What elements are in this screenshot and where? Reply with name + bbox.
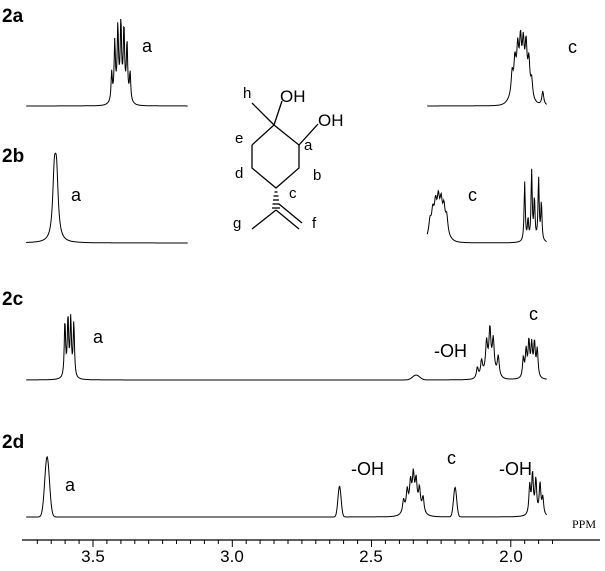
atom-label-c: c bbox=[289, 185, 297, 202]
hashed-wedge-bond bbox=[272, 191, 280, 209]
peak-label-2c-oh: -OH bbox=[434, 341, 467, 361]
panel-label-2a: 2a bbox=[2, 6, 24, 27]
atom-label-f: f bbox=[312, 215, 317, 232]
tick-label-3.0: 3.0 bbox=[220, 547, 244, 566]
oh-group-2: OH bbox=[318, 111, 344, 130]
vinyl-bond-2 bbox=[278, 203, 303, 224]
atom-label-h: h bbox=[243, 85, 251, 102]
atom-label-a: a bbox=[304, 137, 313, 154]
peak-label-2c-a: a bbox=[93, 327, 104, 347]
spectrum-trace-2d-1 bbox=[26, 455, 548, 518]
spectrum-trace-2b-2 bbox=[426, 168, 547, 244]
molecule-structure: OH OH h e d a b c g f bbox=[233, 85, 344, 232]
atom-label-d: d bbox=[235, 165, 243, 182]
peak-label-2d-c: c bbox=[447, 448, 456, 468]
peak-label-2d-oh-1: -OH bbox=[351, 459, 384, 479]
panel-label-2b: 2b bbox=[2, 146, 24, 167]
peak-label-2a-c: c bbox=[568, 37, 577, 57]
atom-label-g: g bbox=[233, 215, 241, 232]
panel-label-2d: 2d bbox=[2, 432, 24, 453]
peak-label-2d-a: a bbox=[65, 475, 76, 495]
spectrum-trace-2a-2 bbox=[427, 29, 547, 107]
spectrum-traces bbox=[26, 18, 548, 518]
peak-label-2b-c: c bbox=[468, 185, 477, 205]
tick-label-2.5: 2.5 bbox=[359, 547, 383, 566]
atom-label-e: e bbox=[235, 130, 243, 147]
axis-ticks bbox=[36, 540, 553, 547]
spectrum-trace-2a-1 bbox=[26, 18, 188, 107]
methyl-h-bond bbox=[251, 102, 275, 126]
oh-bond-2 bbox=[298, 123, 319, 146]
oh-group-1: OH bbox=[280, 87, 306, 106]
peak-label-2c-c: c bbox=[529, 304, 538, 324]
peak-label-2d-oh-2: -OH bbox=[499, 459, 532, 479]
tick-label-3.5: 3.5 bbox=[81, 547, 105, 566]
atom-label-b: b bbox=[313, 167, 321, 184]
tick-label-2.0: 2.0 bbox=[499, 547, 523, 566]
peak-label-2a-a: a bbox=[142, 36, 153, 56]
panel-label-2c: 2c bbox=[2, 289, 24, 310]
ppm-axis: 3.5 3.0 2.5 2.0 PPM bbox=[22, 517, 600, 566]
peak-label-2b-a: a bbox=[71, 185, 82, 205]
axis-unit-label: PPM bbox=[572, 517, 596, 531]
ring-bonds bbox=[251, 124, 300, 189]
spectrum-trace-2b-1 bbox=[26, 152, 188, 244]
vinyl-bond-1 bbox=[275, 209, 300, 230]
methyl-g-bond bbox=[251, 209, 277, 230]
spectrum-trace-2c-1 bbox=[26, 314, 547, 381]
oh-bond-1 bbox=[273, 100, 283, 126]
